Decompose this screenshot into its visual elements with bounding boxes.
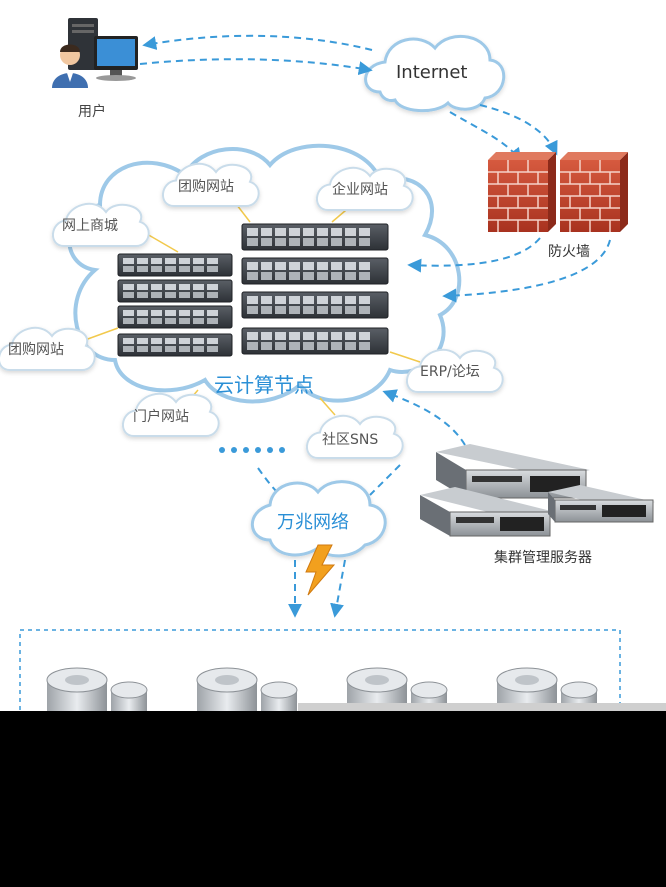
cloud-label-sns: 社区SNS [322,432,379,448]
user-computer-icon [52,18,138,88]
satellite-cloud-groupbuy-top [162,162,260,207]
brick-wall-icon [488,152,628,232]
cluster-server-icon [420,444,655,537]
satellite-cloud-online-mall [52,202,150,247]
internet-label: Internet [396,62,468,83]
satellite-cloud-groupbuy-left [0,326,96,371]
cloud-connectors [84,195,421,416]
dotted-separator [219,447,285,453]
cloud-label-groupbuy-left: 团购网站 [8,342,64,358]
grey-strip [298,703,666,711]
cloud-label-portal: 门户网站 [133,409,189,425]
firewall-label: 防火墙 [548,244,590,260]
rack-server-icon [117,223,389,357]
satellite-clouds [0,162,504,459]
lightning-icon [305,544,336,596]
cloud-label-enterprise: 企业网站 [332,182,388,198]
cluster-label: 集群管理服务器 [494,550,592,566]
satellite-cloud-sns [306,414,404,459]
cloud-label-erp: ERP/论坛 [420,364,480,380]
user-label: 用户 [78,104,106,120]
satellite-cloud-erp [406,348,504,393]
cloud-label-online-mall: 网上商城 [62,218,118,234]
satellite-cloud-enterprise [316,166,414,211]
cloud-label-groupbuy-top: 团购网站 [178,179,234,195]
internet-cloud-shape [364,34,506,113]
black-overlay [0,711,666,887]
network-label: 万兆网络 [277,512,349,533]
satellite-cloud-portal [122,392,220,437]
cloud-node-label: 云计算节点 [214,373,314,397]
